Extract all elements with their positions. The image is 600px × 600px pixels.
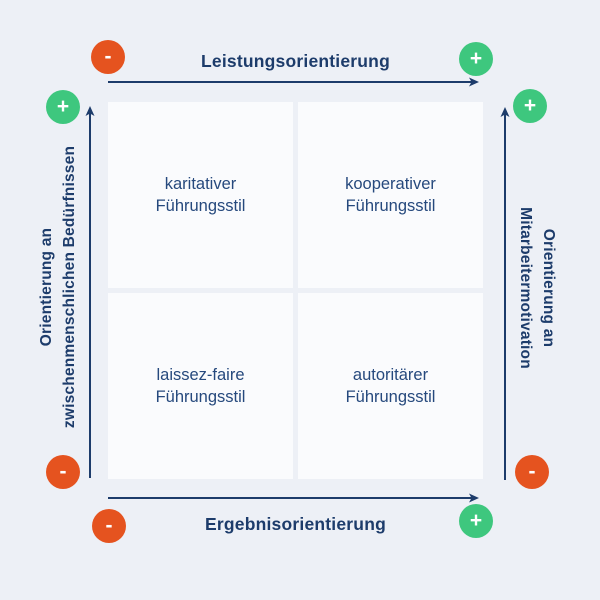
quadrant-laissez-faire: laissez-faire Führungsstil xyxy=(108,293,293,479)
right-axis-label-line1: Orientierung an xyxy=(540,228,557,348)
quadrant-label-line2: Führungsstil xyxy=(345,197,436,215)
left-axis-label-line2: zwischenmenschlichen Bedürfnissen xyxy=(61,145,78,429)
left-axis-label: Orientierung an zwischenmenschlichen Bed… xyxy=(35,77,81,497)
quadrant-grid: karitativer Führungsstil kooperativer Fü… xyxy=(108,102,483,479)
right-axis-label: Orientierung an Mitarbeitermotivation xyxy=(514,78,560,498)
quadrant-autoritaerer: autoritärer Führungsstil xyxy=(298,293,483,479)
plus-icon: + xyxy=(46,90,80,124)
top-axis-label: Leistungsorientierung xyxy=(201,51,390,71)
quadrant-label-line2: Führungsstil xyxy=(155,388,246,406)
quadrant-karitativer: karitativer Führungsstil xyxy=(108,102,293,288)
quadrant-label-line1: laissez-faire xyxy=(156,365,245,384)
minus-icon: - xyxy=(515,455,549,489)
quadrant-label-line2: Führungsstil xyxy=(155,197,246,215)
plus-icon: + xyxy=(459,42,493,76)
quadrant-label-line1: autoritärer xyxy=(352,365,429,384)
quadrant-kooperativer: kooperativer Führungsstil xyxy=(298,102,483,288)
quadrant-label-line1: kooperativer xyxy=(345,174,436,193)
plus-icon: + xyxy=(459,504,493,538)
quadrant-label-line2: Führungsstil xyxy=(345,388,436,406)
left-axis-label-line1: Orientierung an xyxy=(38,227,55,347)
minus-icon: - xyxy=(92,509,126,543)
minus-icon: - xyxy=(91,40,125,74)
bottom-axis-label: Ergebnisorientierung xyxy=(205,514,386,534)
quadrant-label-line1: karitativer xyxy=(164,174,237,193)
right-axis-label-line2: Mitarbeitermotivation xyxy=(517,207,534,369)
minus-icon: - xyxy=(46,455,80,489)
plus-icon: + xyxy=(513,89,547,123)
